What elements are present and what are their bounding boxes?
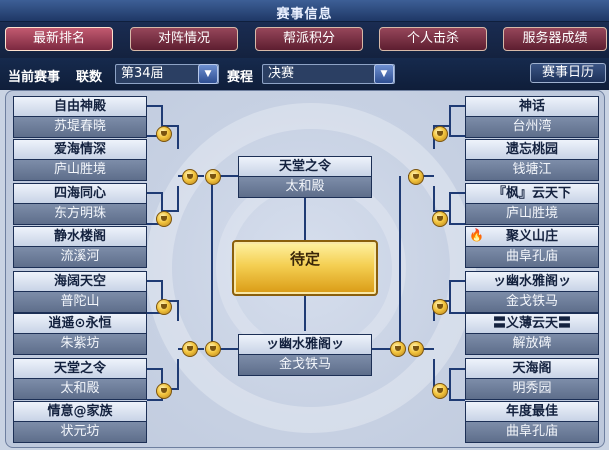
team-name: 自由神殿 — [13, 96, 147, 117]
team-name: 『枫』云天下 — [465, 183, 599, 204]
finalist-card-bottom[interactable]: ッ幽水雅阁ッ 金戈铁马 — [238, 334, 372, 377]
event-calendar-button[interactable]: 赛事日历 — [530, 63, 606, 83]
trophy-icon — [156, 383, 172, 399]
tab-latest-ranking[interactable]: 最新排名 — [5, 27, 113, 51]
team-server: 苏堤春晓 — [13, 117, 147, 138]
flame-icon: 🔥 — [469, 228, 484, 242]
team-name: ッ幽水雅阁ッ — [238, 334, 372, 355]
trophy-icon — [156, 299, 172, 315]
team-card-left-2[interactable]: 爱海情深 庐山胜境 — [13, 139, 147, 182]
stage-select[interactable]: 决赛 ▼ — [262, 64, 395, 84]
team-server: 金戈铁马 — [465, 292, 599, 313]
chevron-down-icon[interactable]: ▼ — [374, 64, 394, 84]
team-name: 爱海情深 — [13, 139, 147, 160]
trophy-icon — [390, 341, 406, 357]
team-server: 曲阜孔庙 — [465, 247, 599, 268]
team-server: 明秀园 — [465, 379, 599, 400]
team-card-left-7[interactable]: 天堂之令 太和殿 — [13, 358, 147, 401]
team-card-right-4[interactable]: 聚义山庄 曲阜孔庙 — [465, 226, 599, 269]
team-server: 钱塘江 — [465, 160, 599, 181]
team-name: 情意@家族 — [13, 401, 147, 422]
stage-select-value: 决赛 — [268, 66, 295, 81]
team-server: 普陀山 — [13, 292, 147, 313]
team-name: 四海同心 — [13, 183, 147, 204]
team-server: 庐山胜境 — [465, 204, 599, 225]
team-name: 天堂之令 — [238, 156, 372, 177]
trophy-icon — [156, 126, 172, 142]
team-server: 朱紫坊 — [13, 334, 147, 355]
champion-slot: 待定 — [232, 240, 378, 296]
team-card-right-8[interactable]: 年度最佳 曲阜孔庙 — [465, 401, 599, 444]
trophy-icon — [182, 341, 198, 357]
team-server: 解放碑 — [465, 334, 599, 355]
team-card-right-5[interactable]: ッ幽水雅阁ッ 金戈铁马 — [465, 271, 599, 314]
trophy-icon — [432, 211, 448, 227]
team-server: 台州湾 — [465, 117, 599, 138]
title-bar: 赛事信息 — [0, 0, 609, 22]
team-card-right-7[interactable]: 天海阁 明秀园 — [465, 358, 599, 401]
team-name: 遗忘桃园 — [465, 139, 599, 160]
team-card-right-3[interactable]: 『枫』云天下 庐山胜境 — [465, 183, 599, 226]
trophy-icon — [432, 383, 448, 399]
team-name: 年度最佳 — [465, 401, 599, 422]
team-card-left-8[interactable]: 情意@家族 状元坊 — [13, 401, 147, 444]
team-server: 曲阜孔庙 — [465, 422, 599, 443]
team-card-left-5[interactable]: 海阔天空 普陀山 — [13, 271, 147, 314]
finalist-card-top[interactable]: 天堂之令 太和殿 — [238, 156, 372, 199]
team-server: 金戈铁马 — [238, 355, 372, 376]
trophy-icon — [205, 169, 221, 185]
team-name: 聚义山庄 — [465, 226, 599, 247]
team-server: 太和殿 — [13, 379, 147, 400]
team-name: ッ幽水雅阁ッ — [465, 271, 599, 292]
stage-label: 赛程 — [227, 70, 254, 85]
tab-personal-kills[interactable]: 个人击杀 — [379, 27, 487, 51]
team-name: 神话 — [465, 96, 599, 117]
trophy-icon — [205, 341, 221, 357]
team-name: 逍遥⊙永恒 — [13, 313, 147, 334]
team-card-left-1[interactable]: 自由神殿 苏堤春晓 — [13, 96, 147, 139]
chevron-down-icon[interactable]: ▼ — [198, 64, 218, 84]
season-label: 联数 — [76, 70, 103, 85]
season-select-value: 第34届 — [121, 66, 164, 81]
team-name: 〓义薄云天〓 — [465, 313, 599, 334]
bracket-panel: 自由神殿 苏堤春晓 爱海情深 庐山胜境 四海同心 东方明珠 静水楼阁 流溪河 海… — [5, 90, 605, 448]
filter-bar: 当前赛事 联数 第34届 ▼ 赛程 决赛 ▼ — [0, 58, 609, 90]
tab-matchups[interactable]: 对阵情况 — [130, 27, 238, 51]
team-server: 太和殿 — [238, 177, 372, 198]
team-card-right-6[interactable]: 〓义薄云天〓 解放碑 — [465, 313, 599, 356]
team-name: 天堂之令 — [13, 358, 147, 379]
trophy-icon — [408, 169, 424, 185]
current-event-label: 当前赛事 — [8, 70, 61, 85]
team-name: 海阔天空 — [13, 271, 147, 292]
team-card-left-4[interactable]: 静水楼阁 流溪河 — [13, 226, 147, 269]
tab-server-results[interactable]: 服务器成绩 — [503, 27, 607, 51]
trophy-icon — [408, 341, 424, 357]
team-card-left-3[interactable]: 四海同心 东方明珠 — [13, 183, 147, 226]
team-server: 状元坊 — [13, 422, 147, 443]
trophy-icon — [182, 169, 198, 185]
team-card-right-1[interactable]: 神话 台州湾 — [465, 96, 599, 139]
trophy-icon — [156, 211, 172, 227]
team-card-left-6[interactable]: 逍遥⊙永恒 朱紫坊 — [13, 313, 147, 356]
window-title: 赛事信息 — [276, 7, 333, 22]
season-select[interactable]: 第34届 ▼ — [115, 64, 219, 84]
trophy-icon — [432, 299, 448, 315]
tab-bar: 最新排名 对阵情况 帮派积分 个人击杀 服务器成绩 — [0, 22, 609, 58]
trophy-icon — [432, 126, 448, 142]
team-server: 流溪河 — [13, 247, 147, 268]
team-server: 庐山胜境 — [13, 160, 147, 181]
team-name: 天海阁 — [465, 358, 599, 379]
team-server: 东方明珠 — [13, 204, 147, 225]
team-name: 静水楼阁 — [13, 226, 147, 247]
champion-status: 待定 — [289, 250, 320, 268]
tab-guild-points[interactable]: 帮派积分 — [255, 27, 363, 51]
team-card-right-2[interactable]: 遗忘桃园 钱塘江 — [465, 139, 599, 182]
